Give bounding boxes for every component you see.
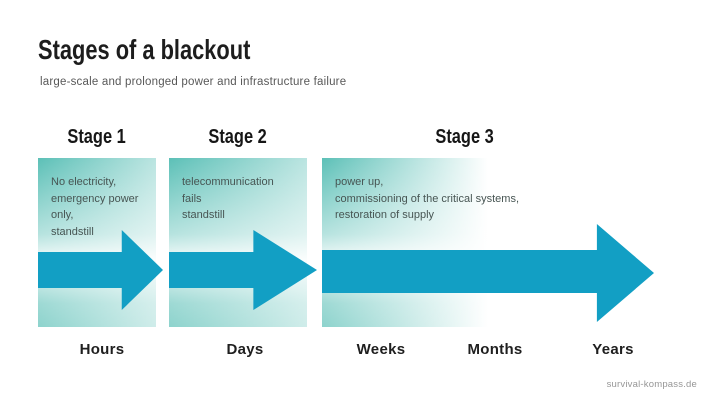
description-line: commissioning of the critical systems,	[335, 192, 519, 205]
timeline-label-weeks: Weeks	[356, 341, 406, 358]
stage-2-description: telecommunication fails standstill	[169, 158, 307, 224]
timeline-label-months: Months	[467, 341, 523, 358]
timeline-label-years: Years	[592, 341, 634, 358]
description-line: restoration of supply	[335, 209, 435, 221]
description-line: power up,	[335, 176, 384, 188]
description-line: telecommunication	[182, 176, 274, 188]
description-line: standstill	[51, 225, 94, 238]
stage-3-box: power up, commissioning of the critical …	[322, 158, 608, 327]
stage-3-label: Stage 3	[435, 126, 495, 148]
watermark: survival-kompass.de	[606, 379, 697, 390]
timeline-label-days: Days	[226, 341, 264, 358]
stage-3-description: power up, commissioning of the critical …	[322, 158, 608, 224]
stage-2-label: Stage 2	[208, 126, 268, 148]
page-subtitle: large-scale and prolonged power and infr…	[40, 76, 347, 88]
description-line: No electricity,	[51, 176, 117, 188]
description-line: fails	[182, 192, 202, 205]
page-title: Stages of a blackout	[38, 34, 310, 66]
page-title-text: Stages of a blackout	[38, 34, 251, 65]
stage-1-description: No electricity, emergency power only, st…	[38, 158, 156, 240]
description-line: only,	[51, 209, 74, 221]
stage-1-label: Stage 1	[67, 126, 127, 148]
description-line: standstill	[182, 209, 225, 221]
timeline-label-hours: Hours	[79, 341, 125, 358]
stage-1-box: No electricity, emergency power only, st…	[38, 158, 156, 327]
stage-2-box: telecommunication fails standstill	[169, 158, 307, 327]
description-line: emergency power	[51, 192, 139, 205]
